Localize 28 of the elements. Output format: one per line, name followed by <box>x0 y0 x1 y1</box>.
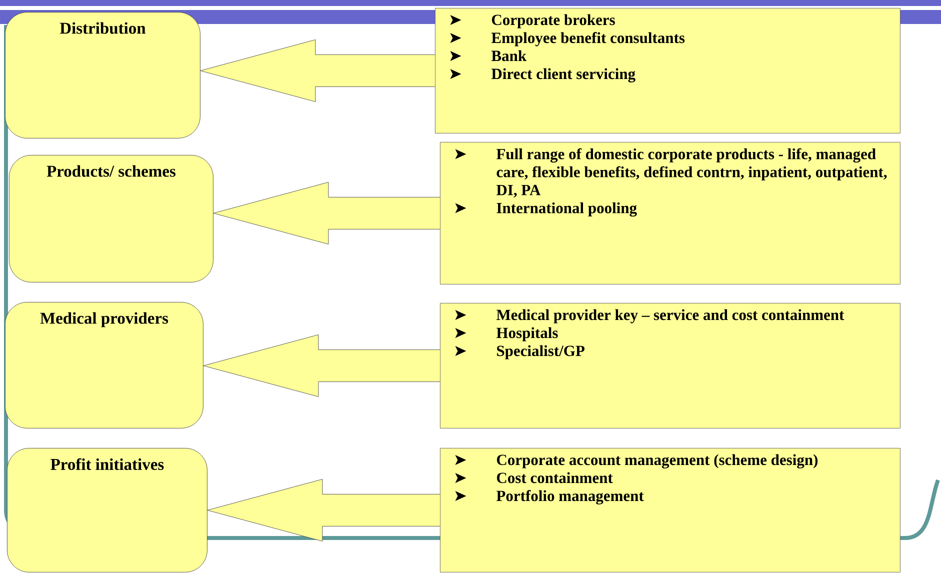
bullet-text: Medical provider key – service and cost containment <box>496 309 844 324</box>
bullet-text: Employee benefit consultants <box>491 32 685 46</box>
box-title: Profit initiatives <box>50 458 164 470</box>
bullet-text: Full range of domestic corporate products - life, managed care, flexible benefits, defined contrn, inpatient, outpatient, DI, PA <box>496 148 887 198</box>
topic-box <box>9 155 214 282</box>
bullet-text: Portfolio management <box>496 490 644 504</box>
bullet-text: Specialist/GP <box>497 345 584 360</box>
bullet-text: Corporate account management (scheme design) <box>496 454 818 468</box>
block-arrow <box>203 334 440 397</box>
bullet-text: Cost containment <box>496 472 613 484</box>
topic-box <box>7 448 208 572</box>
list-box <box>435 8 900 134</box>
box-title: Products/ schemes <box>46 165 176 177</box>
list-box <box>440 142 900 284</box>
box-title: Distribution <box>60 22 146 34</box>
bullet-text: International pooling <box>496 202 637 217</box>
bullet-text: Direct client servicing <box>491 68 636 82</box>
bullet-text: Bank <box>491 50 526 62</box>
block-arrow <box>213 182 440 244</box>
topic-box <box>5 12 200 138</box>
list-box <box>440 448 900 572</box>
topic-box <box>5 302 204 428</box>
bullet-text: Hospitals <box>496 327 558 342</box>
block-arrow <box>200 40 436 102</box>
list-box <box>440 303 900 428</box>
block-arrow <box>207 479 440 542</box>
box-title: Medical providers <box>40 312 168 328</box>
bullet-text: Corporate brokers <box>492 14 615 28</box>
